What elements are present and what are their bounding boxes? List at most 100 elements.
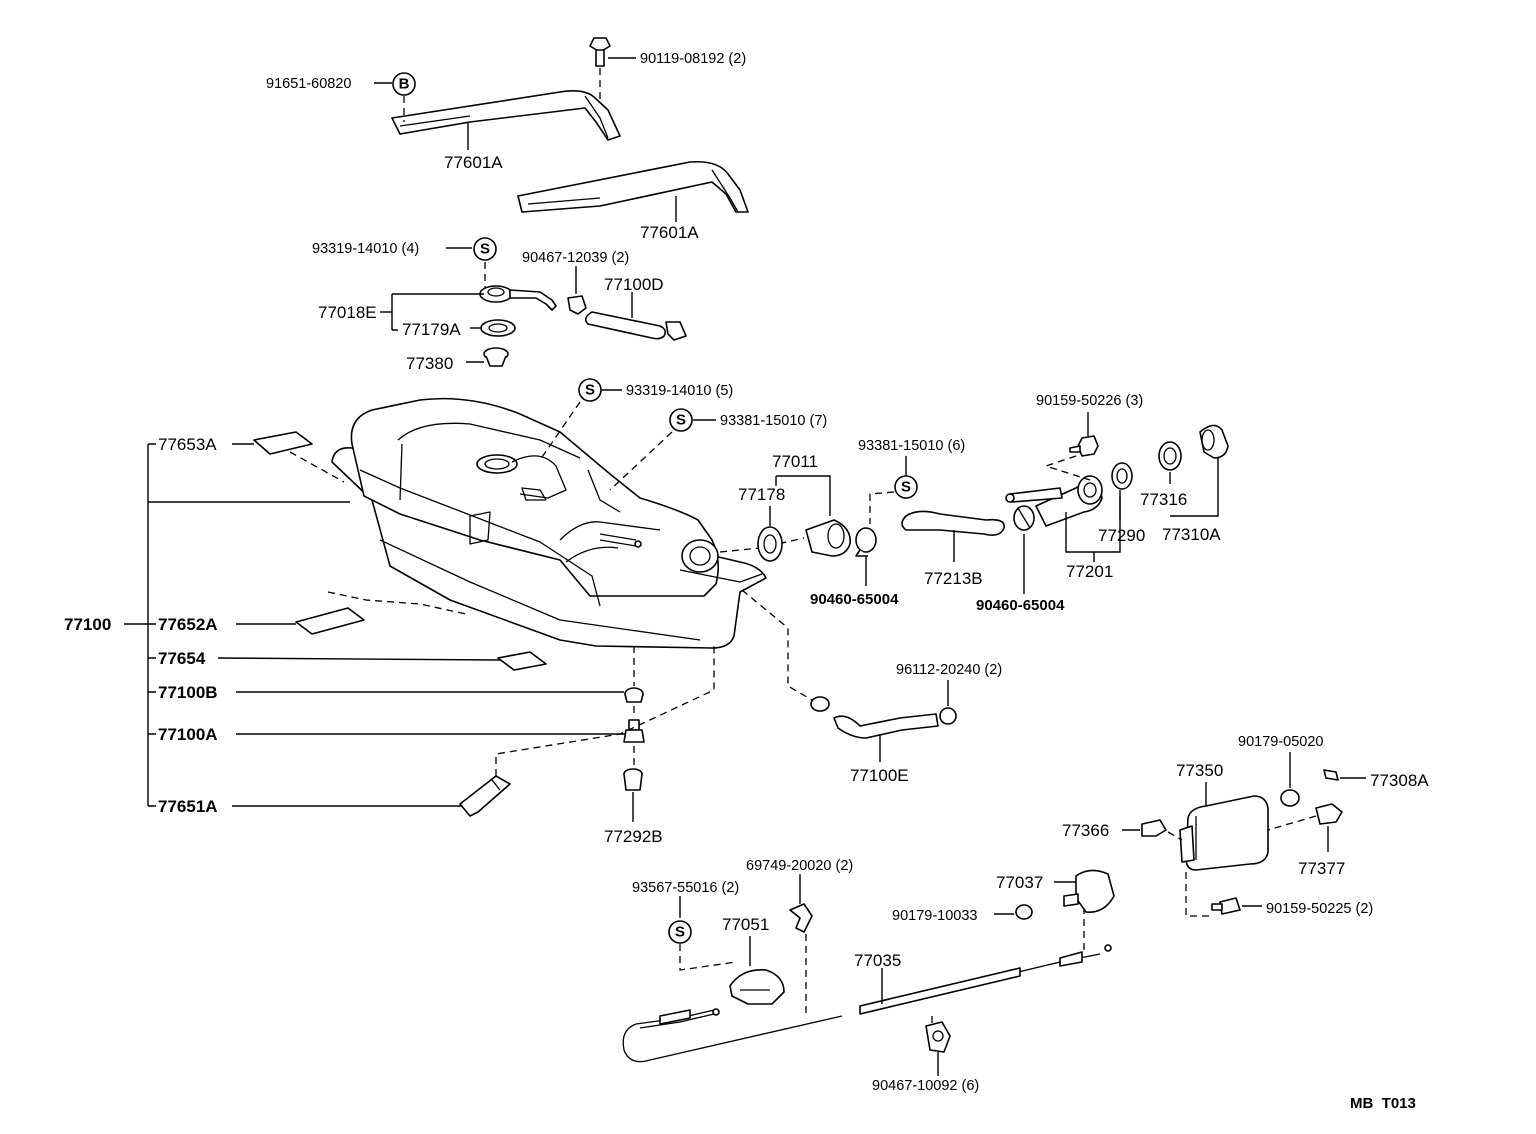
label-90460-a: 90460-65004: [810, 591, 899, 608]
label-77601a-lower: 77601A: [640, 223, 699, 242]
pad-77654[interactable]: [497, 651, 547, 671]
label-77377: 77377: [1298, 859, 1345, 878]
bolt-symbol-b: [392, 72, 416, 96]
pad-77653a[interactable]: [253, 431, 313, 455]
filler-pipe-77011[interactable]: [805, 519, 851, 557]
label-77037: 77037: [996, 873, 1043, 892]
fuel-sender-gasket[interactable]: [480, 319, 516, 337]
fuel-tank-77100[interactable]: [331, 397, 767, 649]
label-93319-5: 93319-14010 (5): [626, 383, 733, 399]
label-93381-7: 93381-15010 (7): [720, 413, 827, 429]
label-77366: 77366: [1062, 821, 1109, 840]
label-96112: 96112-20240 (2): [896, 662, 1002, 678]
clamp-90460-a[interactable]: [855, 527, 877, 557]
tank-band-upper[interactable]: [391, 90, 621, 141]
clip-77366[interactable]: [1141, 819, 1167, 837]
label-77380: 77380: [406, 354, 453, 373]
symbol-s5: S: [675, 924, 685, 941]
symbol-s1: S: [480, 241, 490, 258]
filler-neck-77201[interactable]: [1005, 475, 1103, 527]
label-90179-10033: 90179-10033: [892, 908, 977, 924]
bolt-90159-50226[interactable]: [1069, 435, 1099, 457]
clamp-90460-b[interactable]: [1013, 505, 1035, 531]
label-77100b: 77100B: [158, 683, 218, 702]
hose-77100d[interactable]: [584, 311, 667, 340]
clamp-96112-a[interactable]: [810, 696, 830, 712]
symbol-s4: S: [901, 479, 911, 496]
label-77290: 77290: [1098, 526, 1145, 545]
symbol-b: B: [399, 76, 410, 93]
label-77035: 77035: [854, 951, 901, 970]
label-77654: 77654: [158, 649, 206, 668]
symbol-s3: S: [676, 412, 686, 429]
label-93567: 93567-55016 (2): [632, 880, 739, 896]
screw-symbol-s5: [668, 920, 692, 944]
clamp-90467-10092[interactable]: [925, 1021, 951, 1053]
cushion-90179-05020[interactable]: [1280, 789, 1300, 807]
plug-77100b[interactable]: [624, 687, 644, 703]
hose-77100e[interactable]: [833, 713, 939, 739]
clip-90467-12039-b[interactable]: [665, 321, 687, 341]
fuel-cap-77310a[interactable]: [1199, 424, 1229, 459]
hose-77213b[interactable]: [901, 510, 1005, 536]
label-90159-50225: 90159-50225 (2): [1266, 901, 1373, 917]
tank-band-lower[interactable]: [517, 160, 749, 213]
label-77653a: 77653A: [158, 435, 217, 454]
label-91651: 91651-60820: [266, 76, 351, 92]
grommet-77292b[interactable]: [623, 768, 643, 791]
screw-symbol-s3: [669, 408, 693, 432]
screw-symbol-s1: [473, 237, 497, 261]
label-77179a: 77179A: [402, 320, 461, 339]
label-77100a: 77100A: [158, 725, 218, 744]
label-77310a: 77310A: [1162, 525, 1221, 544]
label-77051: 77051: [722, 915, 769, 934]
label-77100d: 77100D: [604, 275, 664, 294]
label-77651a: 77651A: [158, 797, 218, 816]
label-77601a-upper: 77601A: [444, 153, 503, 172]
bolt-90159-50225[interactable]: [1211, 897, 1241, 915]
label-77011: 77011: [772, 452, 818, 471]
label-77652a: 77652A: [158, 615, 218, 634]
protector-77651a[interactable]: [459, 775, 511, 817]
label-90159-50226: 90159-50226 (3): [1036, 393, 1143, 409]
pump-filter-77380[interactable]: [483, 347, 509, 367]
diagram-code: MB T013: [1350, 1095, 1416, 1112]
label-93319-4: 93319-14010 (4): [312, 241, 419, 257]
fuel-lid-77350[interactable]: [1179, 795, 1269, 871]
gasket-77316[interactable]: [1158, 441, 1182, 471]
label-77178: 77178: [738, 485, 785, 504]
hinge-77377[interactable]: [1315, 803, 1343, 825]
clamp-69749[interactable]: [789, 903, 813, 933]
gasket-77178[interactable]: [757, 526, 783, 562]
symbol-s2: S: [585, 382, 595, 399]
label-69749: 69749-20020 (2): [746, 858, 853, 874]
label-77100: 77100: [64, 615, 111, 634]
label-77201: 77201: [1066, 562, 1113, 581]
cable-77035[interactable]: [622, 944, 1112, 1063]
label-90467-10092: 90467-10092 (6): [872, 1078, 979, 1094]
label-77100e: 77100E: [850, 766, 909, 785]
fuel-sender-gauge[interactable]: [479, 285, 557, 311]
clamp-96112-b[interactable]: [939, 707, 957, 725]
clip-90467-12039[interactable]: [567, 295, 587, 315]
screw-symbol-s2: [578, 378, 602, 402]
bolt-90119[interactable]: [589, 37, 611, 67]
label-90460-b: 90460-65004: [976, 597, 1065, 614]
label-90467-12039: 90467-12039 (2): [522, 250, 629, 266]
cushion-90179-10033[interactable]: [1015, 904, 1033, 920]
label-77308a: 77308A: [1370, 771, 1429, 790]
retainer-77290[interactable]: [1111, 462, 1133, 490]
opener-lever-77051[interactable]: [729, 969, 785, 1005]
label-93381-6: 93381-15010 (6): [858, 438, 965, 454]
pad-77652a[interactable]: [295, 607, 365, 635]
drain-plug-77100a[interactable]: [623, 719, 645, 743]
label-90179-05020: 90179-05020: [1238, 734, 1323, 750]
label-77018e: 77018E: [318, 303, 377, 322]
label-77292b: 77292B: [604, 827, 663, 846]
label-77213b: 77213B: [924, 569, 983, 588]
spring-77308a[interactable]: [1323, 769, 1339, 781]
label-77316: 77316: [1140, 490, 1187, 509]
label-77350: 77350: [1176, 761, 1223, 780]
opener-latch-77037[interactable]: [1063, 869, 1115, 913]
